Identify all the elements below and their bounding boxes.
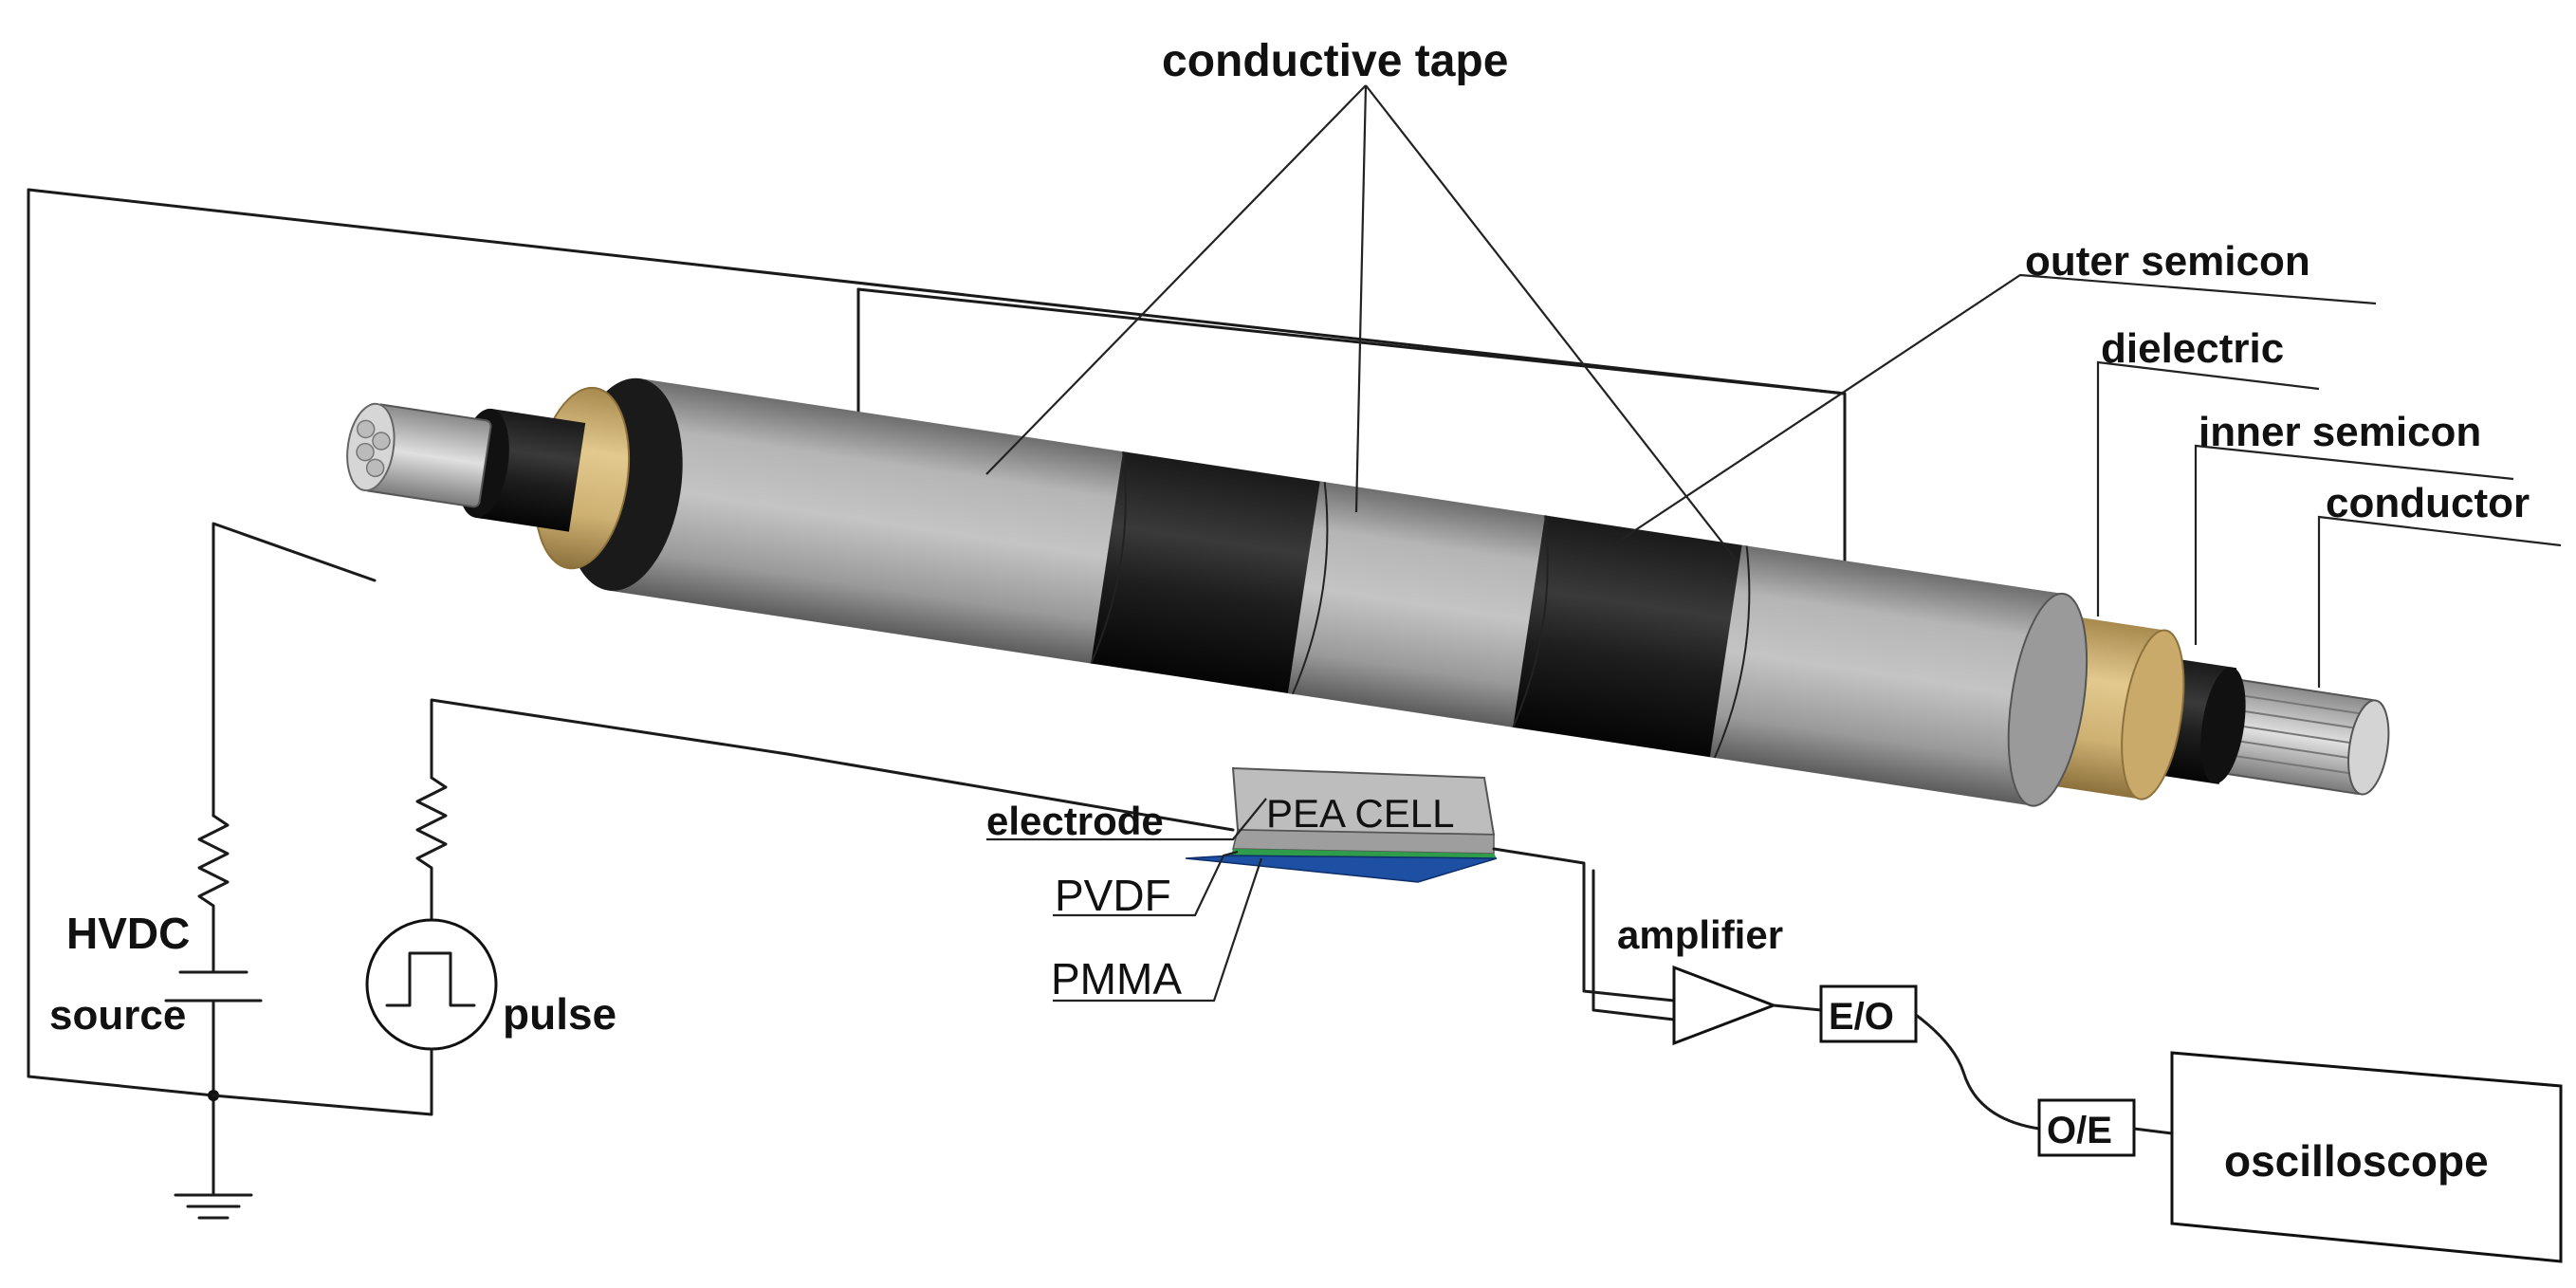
ground-symbol: [174, 1193, 253, 1220]
pvdf-leader: [1053, 850, 1239, 917]
inner-semicon-label: inner semicon: [2199, 409, 2481, 455]
cable: [346, 377, 2390, 807]
outer-semicon-leader: [1611, 273, 2377, 546]
tape-segment-3: [1709, 544, 2066, 806]
pulse-generator: [365, 918, 498, 1051]
semicon-band-1: [1091, 451, 1325, 694]
eo-label: E/O: [1829, 996, 1894, 1038]
eo-box: [1819, 984, 1918, 1043]
pmma-leader: [1053, 857, 1263, 1003]
electrode-leader: [986, 798, 1267, 841]
pulse-circuit: [212, 698, 1235, 1116]
pulse-waveform-icon: [385, 951, 476, 1007]
pmma-label: PMMA: [1051, 954, 1182, 1003]
inner-semicon-leader: [2194, 444, 2514, 645]
pulse-label: pulse: [503, 989, 616, 1039]
oe-label: O/E: [2047, 1110, 2112, 1151]
labels: conductive tape outer semicon dielectric…: [49, 36, 2530, 1186]
conductor-label: conductor: [2326, 480, 2530, 526]
dielectric-label: dielectric: [2101, 325, 2284, 372]
conductive-tape-label: conductive tape: [1162, 36, 1508, 86]
oe-box: [2037, 1098, 2136, 1157]
pmma-layer: [1185, 855, 1498, 883]
electrode-label: electrode: [986, 799, 1164, 843]
source-label: source: [49, 992, 186, 1039]
amplifier-label: amplifier: [1617, 912, 1783, 957]
pea-cell: PEA CELL: [1185, 766, 1498, 883]
hvdc-circuit: [164, 522, 377, 1220]
dielectric-leader: [2096, 360, 2320, 616]
hvdc-resistor: [197, 814, 230, 974]
pea-cell-label: PEA CELL: [1266, 791, 1454, 836]
pvdf-label: PVDF: [1055, 871, 1171, 920]
conductive-tape-leaders: [985, 84, 1737, 561]
outer-semicon-label: outer semicon: [2025, 238, 2310, 285]
tape-segment-2: [1287, 481, 1550, 728]
conductor-leader: [2317, 515, 2562, 688]
signal-chain: [1492, 847, 2563, 1263]
oscilloscope-box: [2170, 1051, 2563, 1263]
oscilloscope-label: oscilloscope: [2224, 1136, 2489, 1186]
hvdc-label: HVDC: [66, 909, 190, 958]
tape-segment-1: [608, 378, 1129, 665]
conductor-strands-right: [2206, 676, 2390, 796]
pulse-resistor: [415, 776, 448, 922]
amplifier-symbol: [1672, 965, 1778, 1046]
conductor-strands-left: [346, 402, 492, 508]
semicon-band-2: [1513, 515, 1747, 758]
